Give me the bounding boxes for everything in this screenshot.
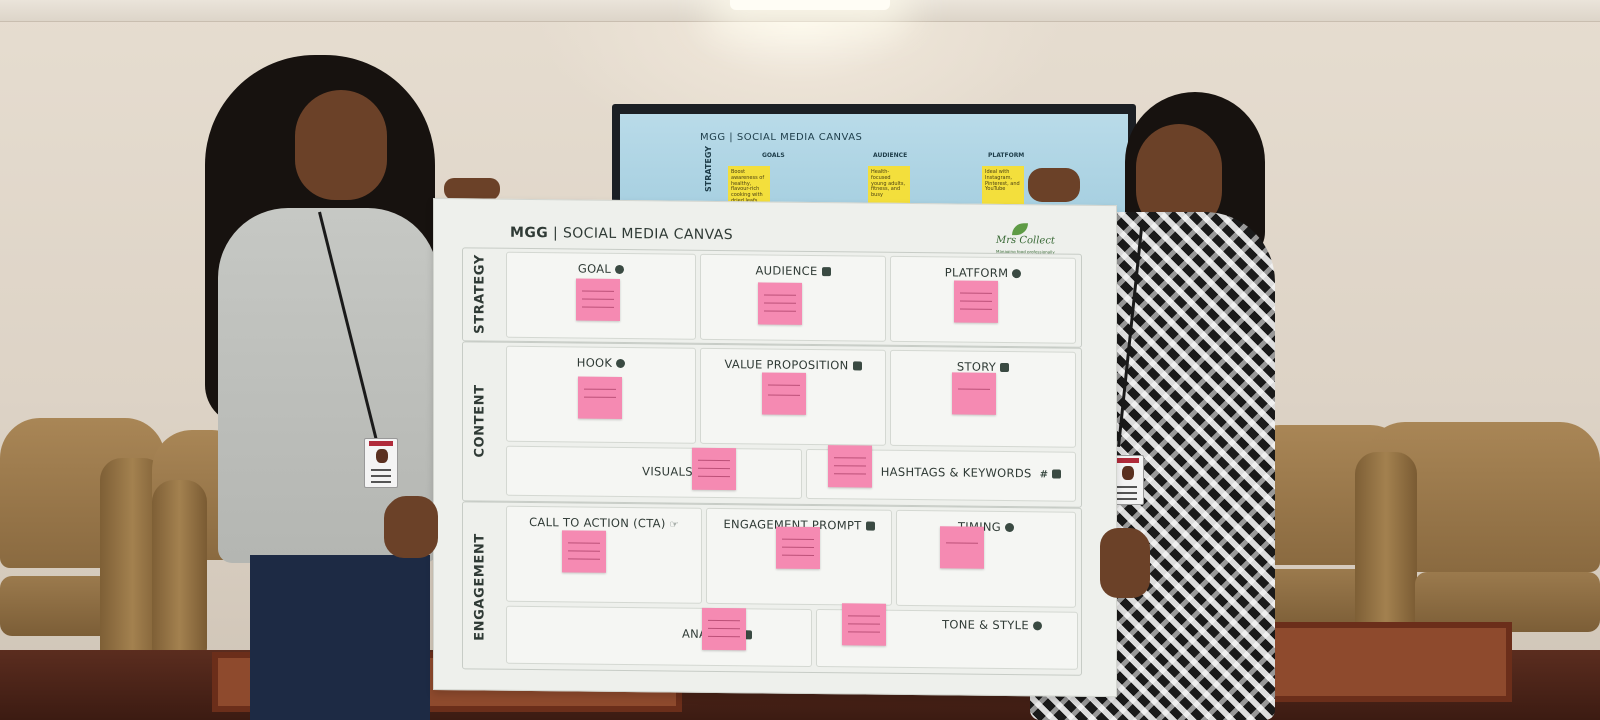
cell-label-visuals: VISUALS xyxy=(547,463,801,480)
sticky-note-tone-style[interactable] xyxy=(842,603,886,646)
tv-note-platform: Ideal with Instagram, Pinterest, and You… xyxy=(982,166,1024,210)
sticky-note-analytic[interactable] xyxy=(702,607,746,651)
speech-bubble-icon xyxy=(1032,621,1042,631)
cell-label-cta: CALL TO ACTION (CTA)☞ xyxy=(529,515,679,531)
sticky-note-goal[interactable] xyxy=(576,278,620,321)
cell-label-goal: GOAL xyxy=(507,261,695,277)
hashtag-icon: # xyxy=(1039,469,1049,481)
section-label-engagement: ENGAGEMENT xyxy=(472,533,488,641)
cell-label-hashtags: HASHTAGS & KEYWORDS # xyxy=(867,465,1075,481)
cell-visuals: VISUALS xyxy=(506,445,802,499)
cell-label-value-proposition: VALUE PROPOSITION xyxy=(701,357,885,373)
ceiling xyxy=(0,0,1600,22)
poster-title-rest: | SOCIAL MEDIA CANVAS xyxy=(548,225,734,244)
diamond-icon xyxy=(852,361,862,371)
book-icon xyxy=(1000,362,1010,373)
sticky-note-value-proposition[interactable] xyxy=(762,372,806,415)
tv-side-label: STRATEGY xyxy=(704,145,713,192)
tv-monitor: MGG | SOCIAL MEDIA CANVAS STRATEGY GOALS… xyxy=(612,104,1136,214)
tv-column-platform: PLATFORM xyxy=(988,152,1025,159)
sticky-note-engagement-prompt[interactable] xyxy=(776,526,820,570)
social-media-canvas-poster: MGG | SOCIAL MEDIA CANVAS Mrs Collect Ma… xyxy=(433,198,1117,698)
thumbs-icon xyxy=(865,521,875,531)
hand-left xyxy=(386,496,438,558)
cell-timing: TIMING xyxy=(896,509,1076,608)
sticky-note-timing[interactable] xyxy=(940,526,984,569)
sticky-note-audience[interactable] xyxy=(758,282,802,325)
sticky-note-hashtags[interactable] xyxy=(828,445,872,488)
coffee-table-right xyxy=(1230,622,1512,702)
pointing-hand-icon: ☞ xyxy=(669,519,679,531)
sticky-note-platform[interactable] xyxy=(954,280,998,323)
magnet-icon xyxy=(616,358,626,369)
sticky-note-hook[interactable] xyxy=(578,376,622,419)
sticky-note-story[interactable] xyxy=(952,372,996,415)
target-icon xyxy=(615,264,625,275)
id-badge-left xyxy=(364,438,398,488)
cell-label-platform: PLATFORM xyxy=(891,265,1075,281)
cell-label-audience: AUDIENCE xyxy=(701,263,885,279)
tv-column-audience: AUDIENCE xyxy=(873,152,908,159)
people-icon xyxy=(821,267,831,277)
cell-label-tone-style: TONE & STYLE xyxy=(907,617,1077,633)
tv-screen: MGG | SOCIAL MEDIA CANVAS STRATEGY GOALS… xyxy=(620,114,1128,214)
clock-icon xyxy=(1005,522,1015,533)
tv-title: MGG | SOCIAL MEDIA CANVAS xyxy=(700,132,863,143)
globe-icon xyxy=(1012,269,1022,279)
sticky-note-cta[interactable] xyxy=(562,530,606,573)
cell-label-timing: TIMING xyxy=(897,519,1075,535)
poster-title-bold: MGG xyxy=(510,224,549,242)
leaf-icon xyxy=(1012,223,1028,236)
poster-title: MGG | SOCIAL MEDIA CANVAS xyxy=(510,225,733,243)
section-label-content: CONTENT xyxy=(472,384,488,458)
keyword-icon xyxy=(1052,469,1062,479)
hand-right xyxy=(1100,528,1148,598)
armchair-far-right xyxy=(1355,422,1600,652)
cell-label-hook: HOOK xyxy=(507,355,695,371)
cell-analytic: ANALYTIC xyxy=(506,605,812,667)
tv-column-goals: GOALS xyxy=(762,152,785,159)
section-label-strategy: STRATEGY xyxy=(472,254,488,334)
sticky-note-visuals[interactable] xyxy=(692,447,736,491)
ceiling-light xyxy=(730,0,890,10)
brand-name: Mrs Collect xyxy=(996,234,1055,247)
armchair-left xyxy=(0,418,170,678)
